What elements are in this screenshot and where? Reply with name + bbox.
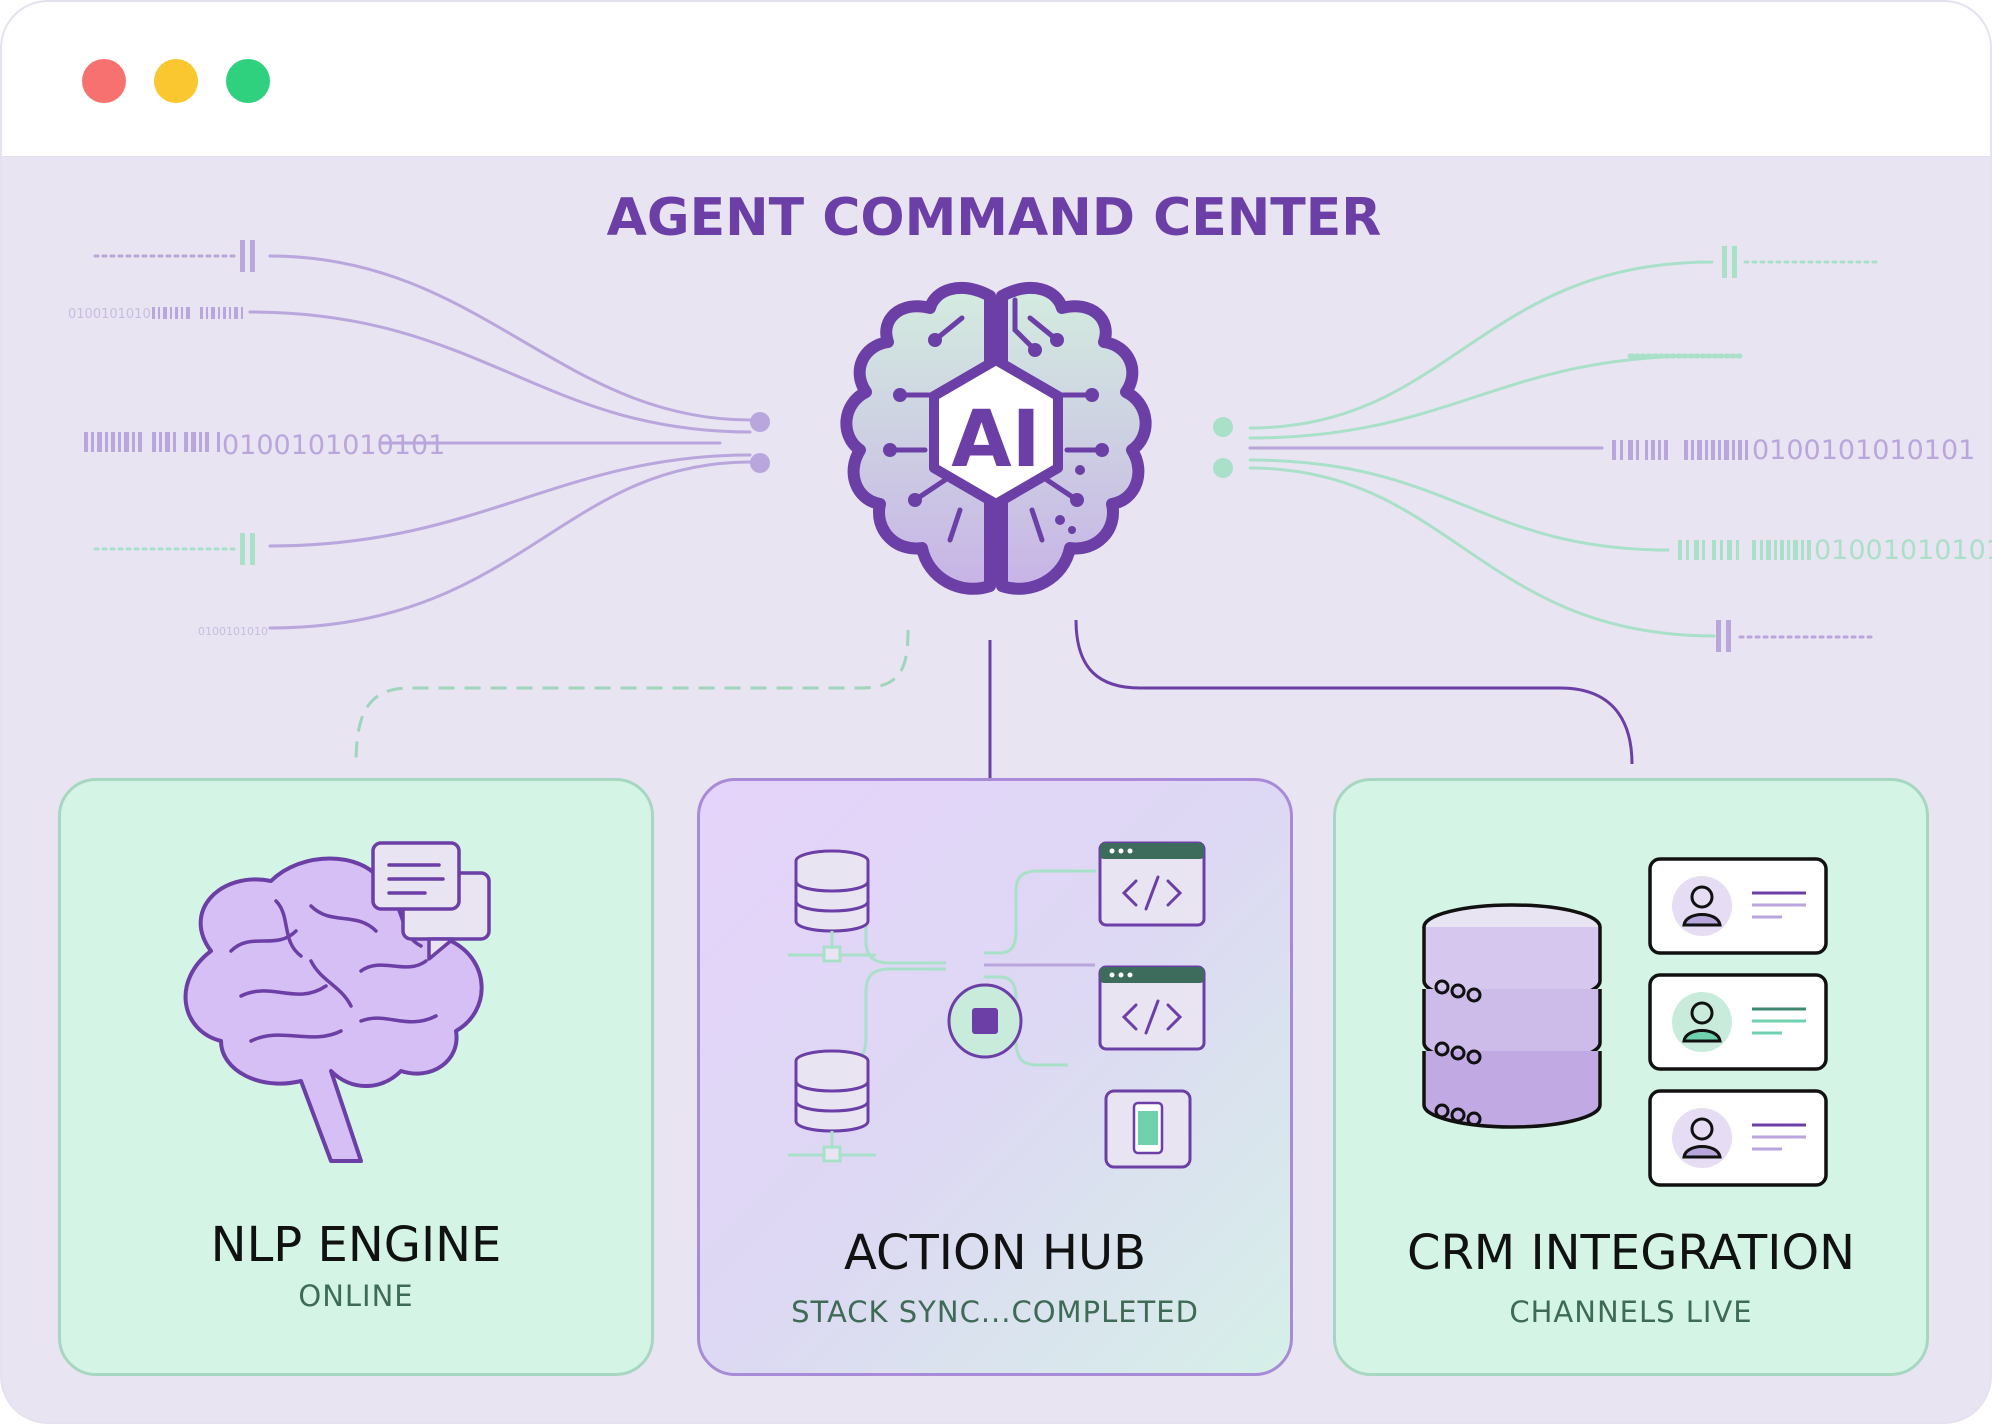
- right-stream-bits-2: 0100101010101: [1814, 535, 1992, 566]
- right-barcode-row-1: [1612, 440, 1748, 460]
- database-server-1: [788, 849, 876, 963]
- right-barcode-row-2: [1678, 540, 1811, 560]
- database-stack-icon: [1422, 903, 1602, 1129]
- right-data-streams: [1213, 246, 1882, 652]
- nlp-engine-card[interactable]: NLP ENGINE ONLINE: [58, 778, 654, 1376]
- left-barcode-row-2: [84, 432, 220, 452]
- ai-brain-icon: AI: [840, 282, 1152, 595]
- contact-card-1: [1648, 857, 1828, 955]
- action-hub-card[interactable]: ACTION HUB STACK SYNC...COMPLETED: [697, 778, 1293, 1376]
- left-data-streams: [93, 240, 770, 630]
- crm-database-icon: [1422, 857, 1828, 1187]
- code-window-1: [1098, 841, 1206, 927]
- card-status-nlp: ONLINE: [298, 1279, 414, 1313]
- right-stream-bits-1: 0100101010101: [1752, 435, 1975, 466]
- card-title-action-hub: ACTION HUB: [843, 1225, 1147, 1281]
- minimize-window-button[interactable]: [154, 59, 198, 103]
- crm-integration-card[interactable]: CRM INTEGRATION CHANNELS LIVE: [1333, 778, 1929, 1376]
- window-titlebar: [2, 2, 1990, 157]
- maximize-window-button[interactable]: [226, 59, 270, 103]
- brain-chat-icon: [183, 841, 491, 1163]
- card-status-action-hub: STACK SYNC...COMPLETED: [791, 1295, 1199, 1329]
- contact-card-3: [1648, 1089, 1828, 1187]
- left-stream-bits-tiny: 0100101010: [198, 625, 268, 638]
- card-status-crm: CHANNELS LIVE: [1509, 1295, 1753, 1329]
- left-barcode-row-1: [152, 307, 243, 319]
- crm-connector: [1074, 619, 1634, 765]
- database-server-2: [788, 1049, 876, 1163]
- left-stream-bits-small: 0100101010: [68, 307, 151, 322]
- card-title-crm: CRM INTEGRATION: [1406, 1225, 1856, 1281]
- ai-core-label: AI: [951, 395, 1040, 485]
- contact-card-2: [1648, 973, 1828, 1071]
- close-window-button[interactable]: [82, 59, 126, 103]
- page-title: AGENT COMMAND CENTER: [606, 188, 1382, 248]
- integration-hub-icon: [788, 841, 1206, 1169]
- mobile-device-icon: [1104, 1089, 1192, 1169]
- processor-chip-icon: [947, 983, 1023, 1059]
- code-window-2: [1098, 965, 1206, 1051]
- nlp-connector: [354, 629, 910, 765]
- card-title-nlp: NLP ENGINE: [210, 1217, 502, 1273]
- left-stream-bits: 0100101010101: [222, 430, 445, 461]
